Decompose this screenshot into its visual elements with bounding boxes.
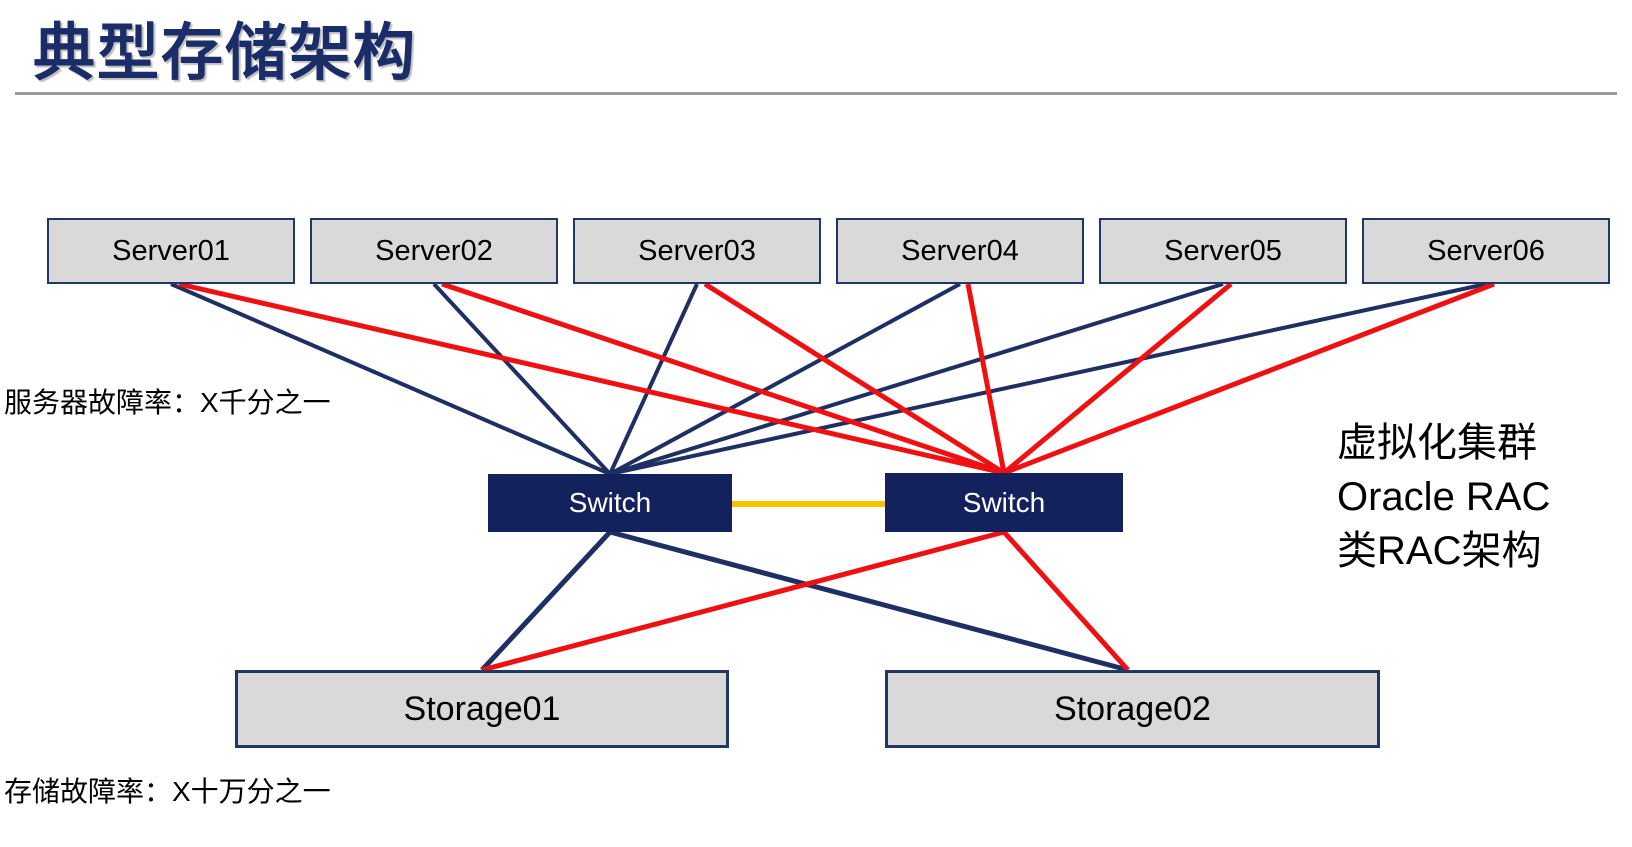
server06-label: Server06 (1427, 234, 1545, 267)
link-server06-switch1 (609, 282, 1487, 476)
link-switch2-storage02 (1002, 530, 1130, 672)
link-switch1-storage01 (480, 530, 612, 672)
title-underline-divider (15, 92, 1617, 95)
server03-node: Server03 (573, 218, 821, 284)
storage01-node: Storage01 (235, 670, 729, 748)
server01-label: Server01 (112, 234, 230, 267)
switch1-label: Switch (568, 487, 652, 518)
server01-node: Server01 (47, 218, 295, 284)
switch2-label: Switch (962, 486, 1046, 518)
storage02-label: Storage02 (1054, 689, 1211, 728)
link-server05-switch2 (1002, 282, 1233, 475)
switch2-node: Switch (885, 473, 1123, 532)
server05-node: Server05 (1099, 218, 1347, 284)
link-server03-switch1 (608, 283, 699, 475)
page-title: 典型存储架构 (33, 19, 418, 88)
link-server05-switch1 (609, 282, 1224, 476)
link-server02-switch1 (432, 282, 612, 476)
server04-node: Server04 (836, 218, 1084, 284)
link-switch2-storage01 (481, 529, 1005, 673)
link-switch1-storage02 (609, 529, 1129, 673)
cluster-note-line-3: 类RAC架构 (1337, 529, 1542, 573)
server04-label: Server04 (901, 234, 1019, 267)
link-server03-switch2 (703, 281, 1006, 476)
link-server02-switch2 (441, 281, 1005, 476)
server05-label: Server05 (1164, 234, 1282, 267)
link-server01-switch2 (178, 281, 1005, 476)
cluster-note-line-1: 虚拟化集群 (1337, 421, 1537, 465)
server03-label: Server03 (638, 234, 756, 267)
storage01-label: Storage01 (403, 689, 561, 728)
server02-label: Server02 (375, 234, 493, 267)
link-server01-switch1 (170, 282, 611, 476)
cluster-note: 虚拟化集群 Oracle RAC 类RAC架构 (1337, 416, 1550, 578)
server02-node: Server02 (310, 218, 558, 284)
storage02-node: Storage02 (885, 670, 1380, 748)
cluster-note-line-2: Oracle RAC (1337, 475, 1551, 519)
storage-failure-rate-label: 存储故障率：X十万分之一 (4, 776, 331, 807)
server06-node: Server06 (1362, 218, 1610, 284)
link-server06-switch2 (1003, 281, 1495, 476)
link-server04-switch2 (965, 283, 1007, 474)
link-server04-switch1 (609, 282, 961, 476)
server-failure-rate-label: 服务器故障率：X千分之一 (4, 387, 331, 418)
switch1-node: Switch (488, 474, 732, 532)
